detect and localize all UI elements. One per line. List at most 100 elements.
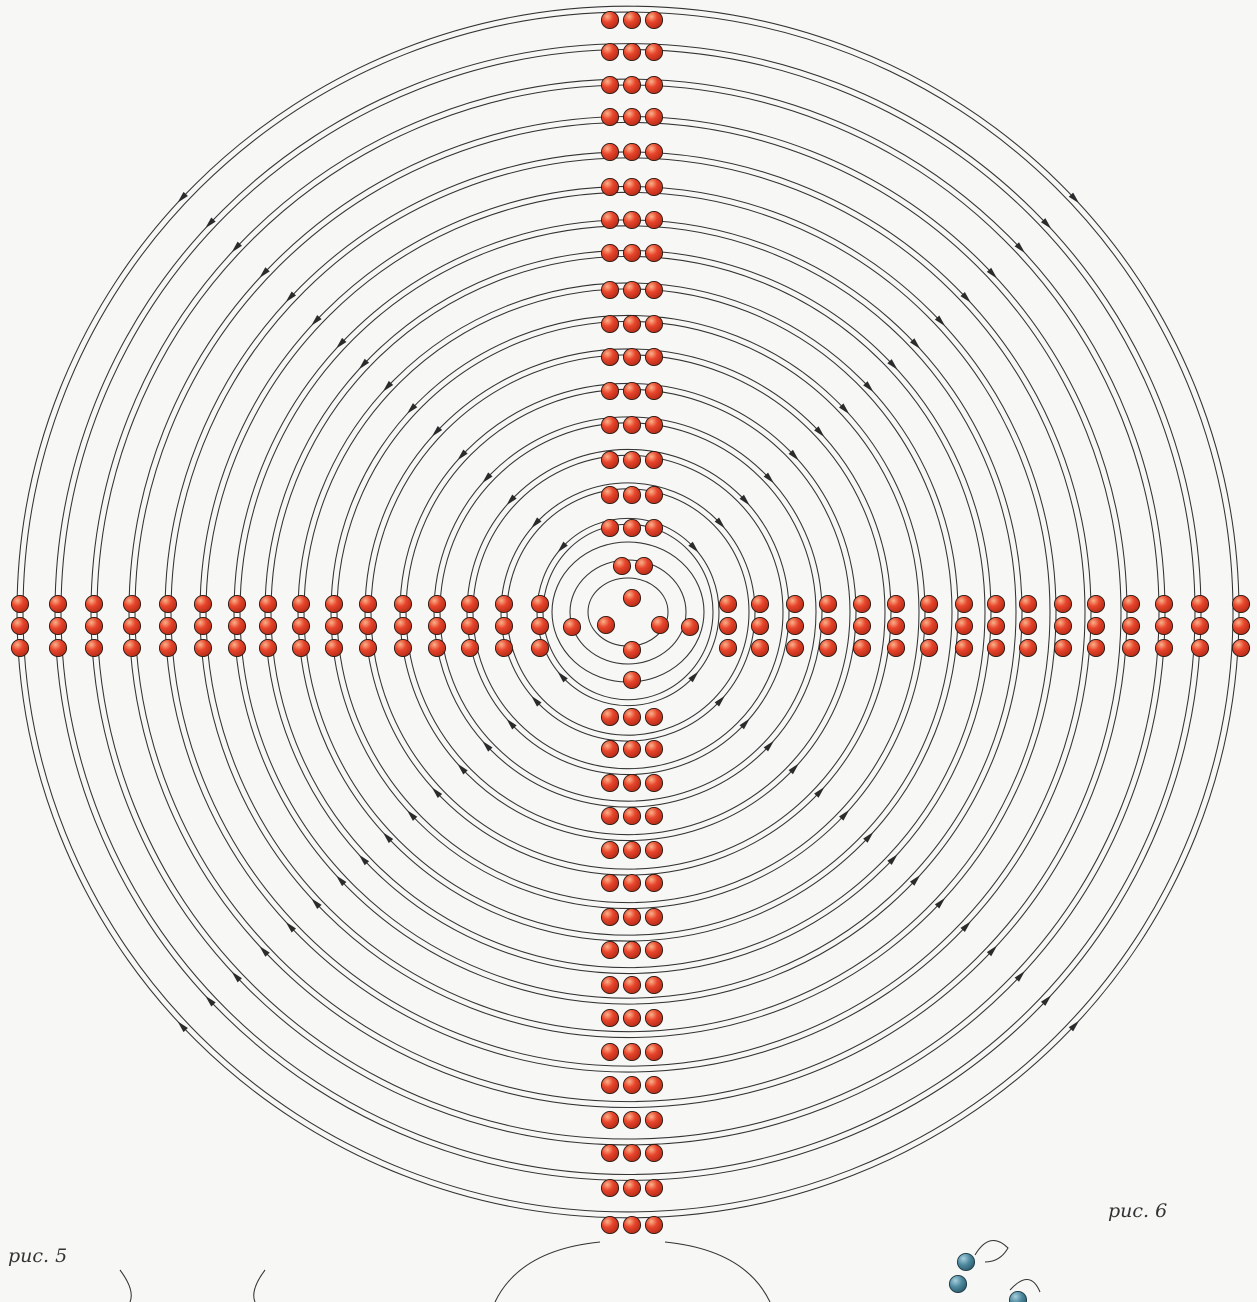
bead (622, 10, 642, 30)
bead (622, 177, 642, 197)
bead (600, 450, 620, 470)
arrowhead (406, 403, 418, 414)
bead (600, 1110, 620, 1130)
bead (600, 940, 620, 960)
thread-arrow (788, 449, 799, 461)
bead (600, 1008, 620, 1028)
bead (227, 638, 247, 658)
bead (600, 42, 620, 62)
bead (1053, 594, 1073, 614)
bead (818, 594, 838, 614)
thread-arrow (1014, 970, 1026, 982)
bead (644, 210, 664, 230)
bead (622, 707, 642, 727)
bead (48, 594, 68, 614)
thread-arrow (688, 541, 699, 553)
bead (622, 314, 642, 334)
bead (600, 75, 620, 95)
arrowhead (382, 832, 394, 844)
bead (785, 616, 805, 636)
bead (954, 638, 974, 658)
arrowhead (457, 763, 468, 775)
bead (1018, 616, 1038, 636)
bead (644, 415, 664, 435)
bead (460, 616, 480, 636)
arrowhead (177, 1021, 188, 1033)
bead (393, 594, 413, 614)
blue-bead (948, 1274, 968, 1294)
arrowhead (259, 945, 270, 957)
arrowhead (960, 921, 971, 933)
bead (644, 707, 664, 727)
bead (644, 739, 664, 759)
bead (785, 638, 805, 658)
bead (622, 107, 642, 127)
figure-6-label: рис. 6 (1108, 1200, 1168, 1222)
arrowhead (1040, 218, 1052, 229)
center-bead (612, 556, 632, 576)
thread-arrow (285, 291, 297, 303)
bead (48, 638, 68, 658)
bead (1231, 616, 1251, 636)
bead (644, 806, 664, 826)
bead (1121, 594, 1141, 614)
bead (600, 707, 620, 727)
bead (622, 1143, 642, 1163)
arrowhead (431, 787, 443, 799)
thread-arrow (909, 338, 921, 350)
bead (919, 638, 939, 658)
bead (84, 616, 104, 636)
thread-arrow (205, 995, 216, 1007)
bead (1086, 616, 1106, 636)
bead (644, 107, 664, 127)
bead (818, 616, 838, 636)
thread-arrow (763, 740, 775, 752)
thread-arrow (457, 763, 468, 775)
bead (852, 616, 872, 636)
bead (644, 450, 664, 470)
thread-arrow (960, 291, 971, 303)
thread-arrow (431, 425, 443, 437)
bead (622, 347, 642, 367)
arrowhead (259, 267, 270, 279)
bead (622, 840, 642, 860)
thread-arrow (382, 380, 394, 392)
bead (644, 873, 664, 893)
bead (1190, 616, 1210, 636)
bead (1154, 638, 1174, 658)
bead (644, 485, 664, 505)
arrowhead (814, 786, 825, 798)
arrowhead (1014, 970, 1026, 982)
thread-fragment (119, 1269, 132, 1302)
arrowhead (531, 517, 542, 529)
bead (852, 638, 872, 658)
bead (644, 773, 664, 793)
bead (1086, 594, 1106, 614)
thread-arrow (311, 314, 322, 326)
arrowhead (714, 695, 725, 707)
bead (644, 177, 664, 197)
thread-loop (1009, 1278, 1041, 1293)
bead (622, 1215, 642, 1235)
bead (600, 107, 620, 127)
thread-arrow (205, 217, 216, 229)
center-bead (622, 670, 642, 690)
thread-arrow (863, 381, 874, 393)
bead (258, 616, 278, 636)
bead (622, 873, 642, 893)
arrowhead (688, 541, 699, 553)
bead (10, 638, 30, 658)
blue-bead (1008, 1290, 1028, 1302)
arrowhead (311, 898, 322, 910)
bead (258, 638, 278, 658)
bead (324, 616, 344, 636)
arrowhead (986, 945, 998, 957)
arrowhead (531, 695, 542, 707)
bead (622, 739, 642, 759)
arrowhead (231, 971, 242, 983)
arrowhead (814, 426, 825, 438)
thread-arrow (960, 921, 971, 933)
thread-arrow (482, 472, 493, 484)
bead (600, 806, 620, 826)
